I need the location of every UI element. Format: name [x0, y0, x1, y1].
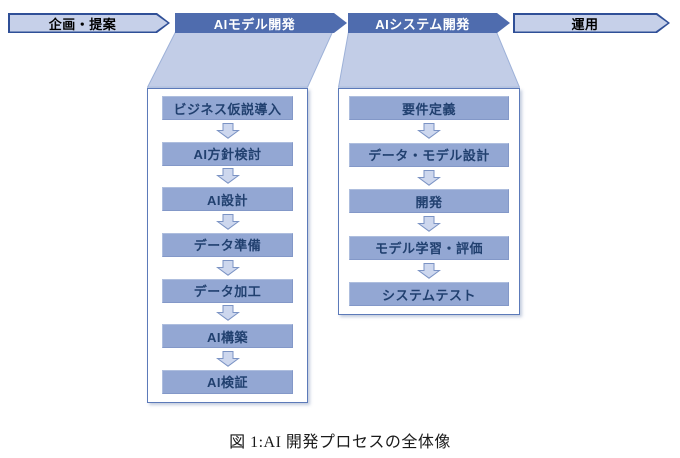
step-box: データ加工 — [162, 278, 293, 303]
step-box: ビジネス仮説導入 — [162, 96, 293, 120]
step-box: AI方針検討 — [162, 141, 293, 166]
step-box: 要件定義 — [349, 96, 509, 120]
down-arrow-icon — [215, 305, 240, 322]
step-box: モデル学習・評価 — [349, 235, 509, 260]
funnel-connector-model-dev — [147, 32, 333, 88]
down-arrow-icon — [417, 216, 441, 233]
phase-chevron-ai-model-dev: AIモデル開発 — [175, 13, 347, 33]
system-dev-panel: 要件定義 データ・モデル設計 開発 モデル学習・評価 システムテスト — [338, 88, 520, 315]
figure-caption: 図 1:AI 開発プロセスの全体像 — [229, 434, 451, 451]
model-dev-panel: ビジネス仮説導入 AI方針検討 AI設計 データ準備 データ加工 AI構築 AI… — [147, 88, 308, 403]
down-arrow-icon — [215, 122, 240, 139]
step-box: データ・モデル設計 — [349, 142, 509, 167]
down-arrow-icon — [417, 262, 441, 279]
down-arrow-icon — [215, 259, 240, 276]
phase-chevron-ai-system-dev: AIシステム開発 — [348, 13, 510, 33]
phase-chevron-planning: 企画・提案 — [8, 13, 170, 33]
funnel-connector-system-dev — [338, 32, 520, 88]
chevron-arrow-fill — [10, 15, 168, 32]
down-arrow-icon — [417, 123, 441, 140]
phase-label-operation: 運用 — [571, 16, 599, 32]
step-box: AI検証 — [162, 369, 293, 394]
phase-label-planning: 企画・提案 — [48, 16, 117, 32]
down-arrow-icon — [417, 169, 441, 186]
down-arrow-icon — [215, 168, 240, 185]
step-box: AI構築 — [162, 324, 293, 349]
chevron-arrow-fill — [515, 15, 668, 32]
chevron-arrow-shape — [175, 13, 347, 33]
step-box: データ準備 — [162, 232, 293, 257]
phase-chevron-operation: 運用 — [513, 13, 670, 33]
chevron-arrow-shape — [348, 13, 510, 33]
step-box: 開発 — [349, 189, 509, 213]
step-box: システムテスト — [349, 282, 509, 306]
down-arrow-icon — [215, 214, 240, 230]
phase-label-ai-system-dev: AIシステム開発 — [375, 16, 470, 32]
step-box: AI設計 — [162, 187, 293, 212]
phase-label-ai-model-dev: AIモデル開発 — [213, 16, 296, 32]
down-arrow-icon — [215, 351, 240, 367]
